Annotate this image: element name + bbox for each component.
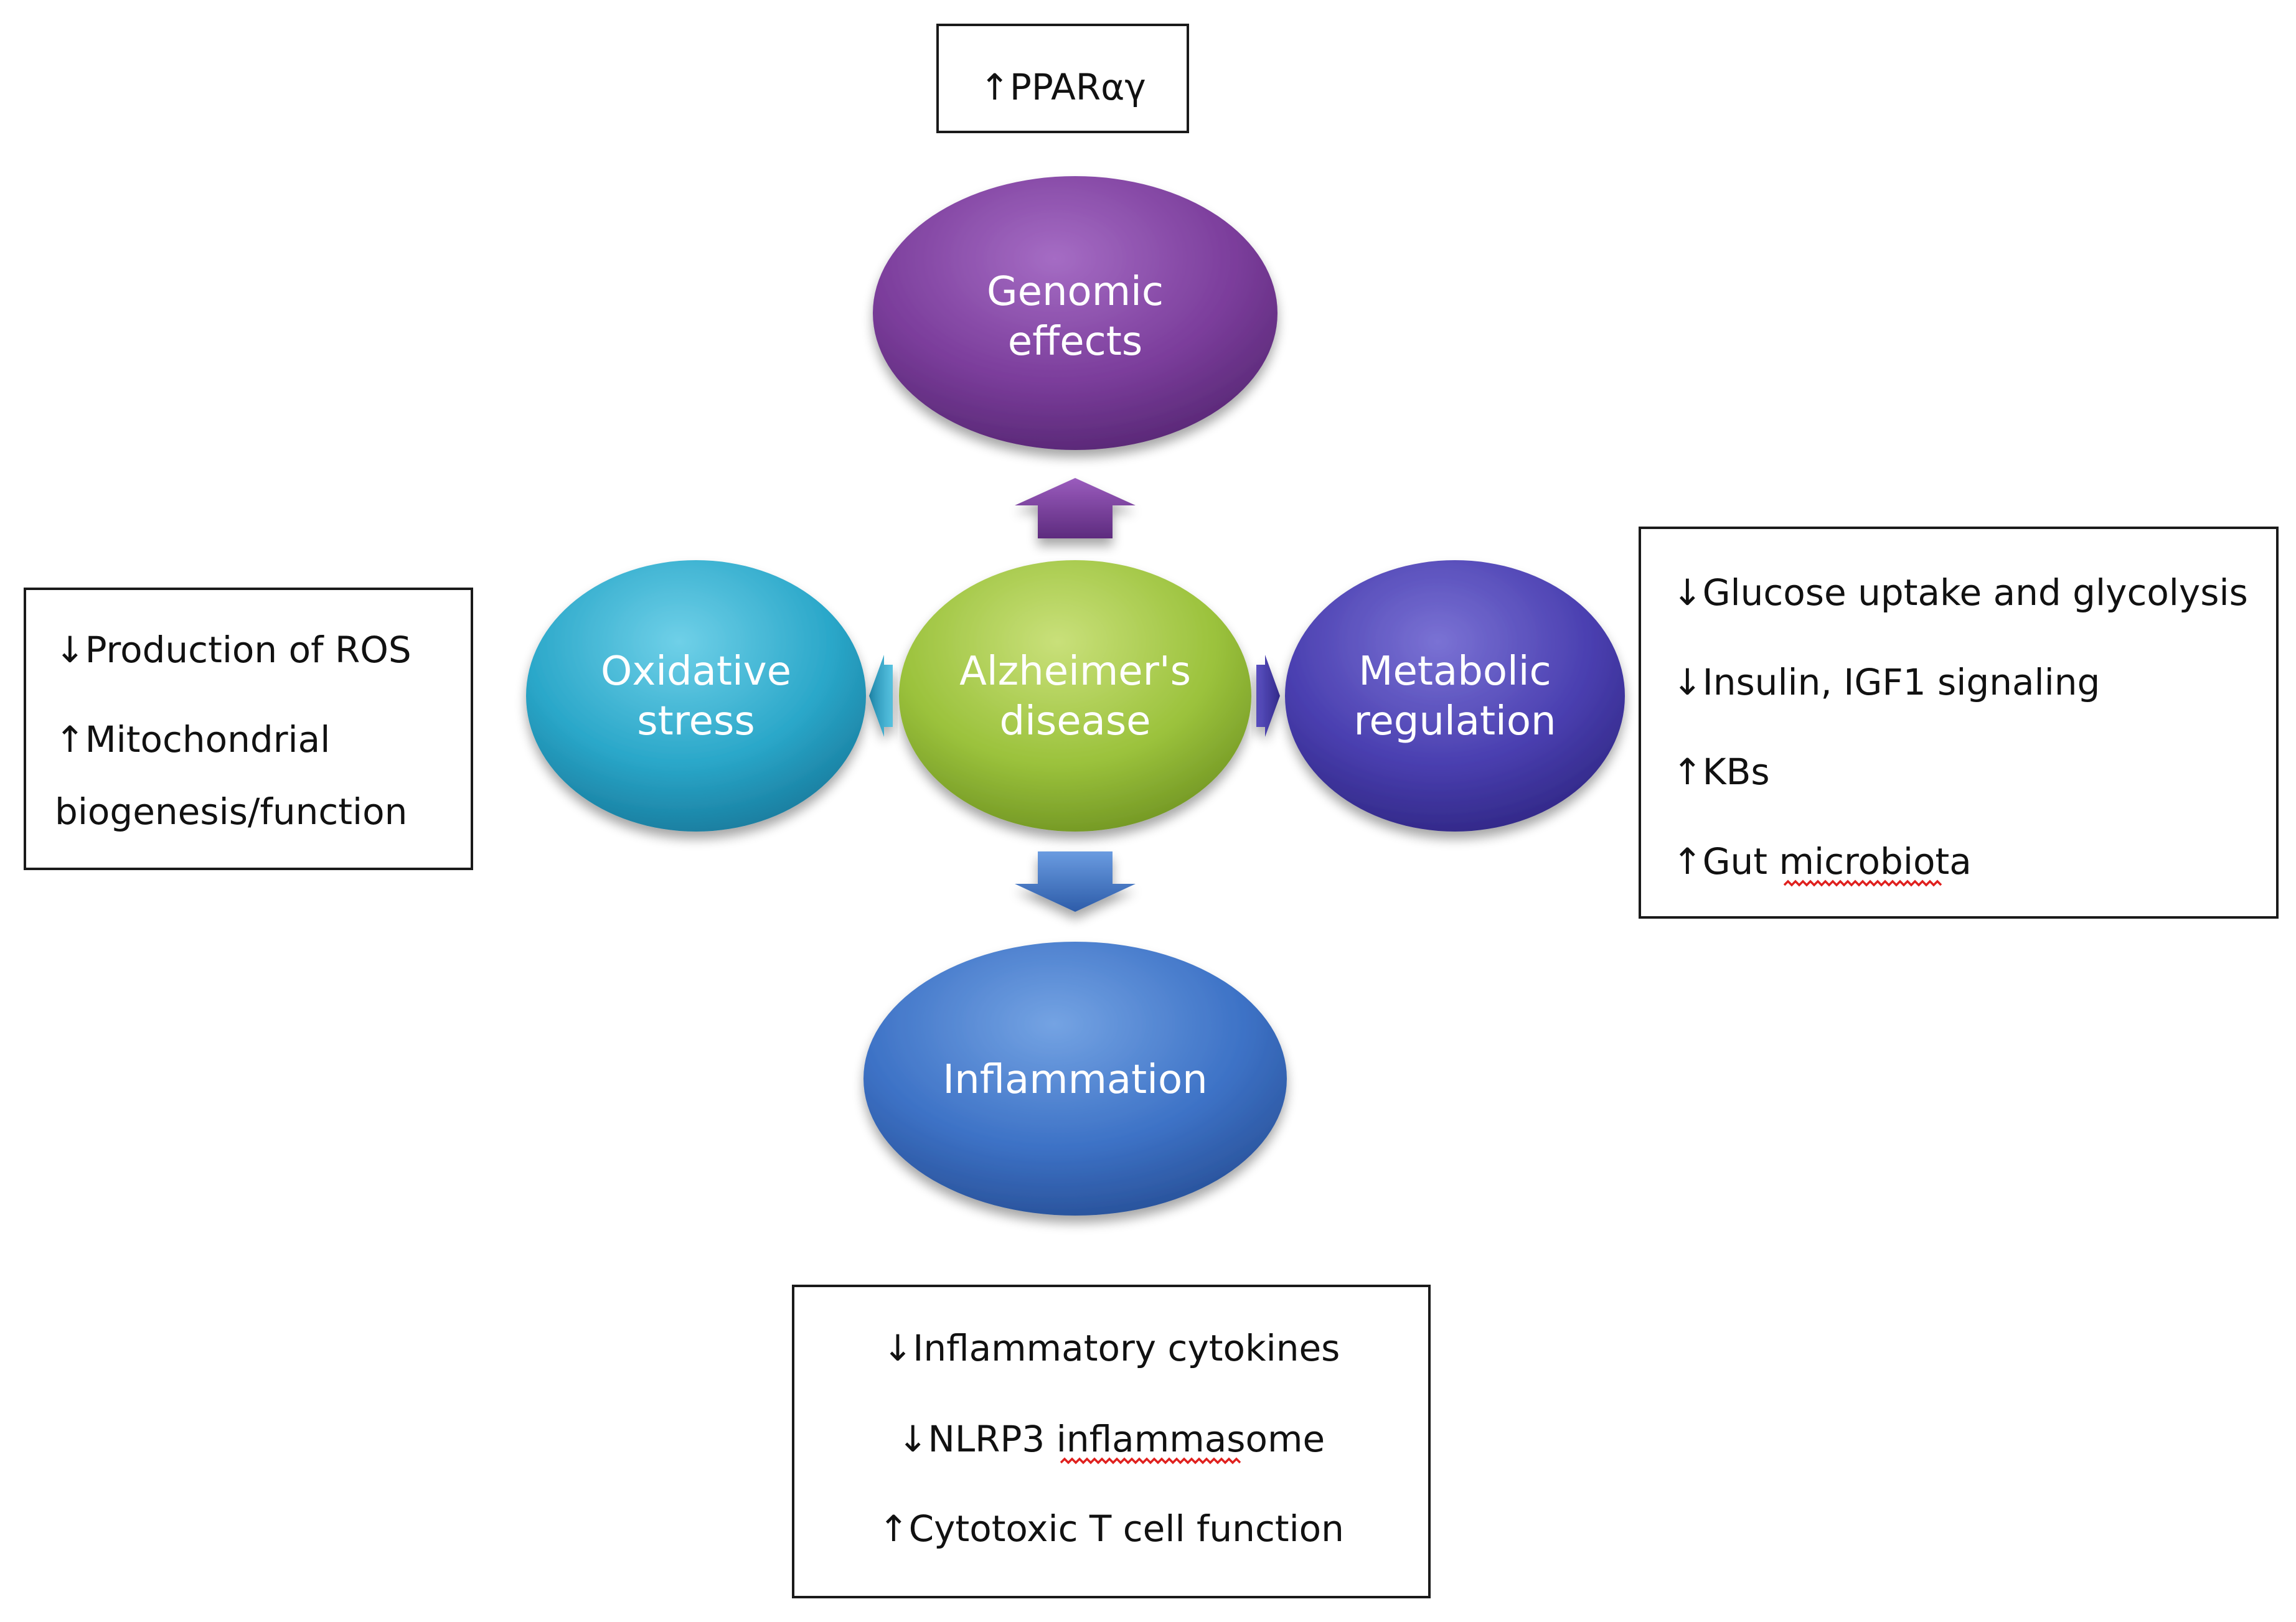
inflammation-node: Inflammation bbox=[863, 942, 1287, 1216]
oxidative-box-line-2: ↑Mitochondrial bbox=[55, 718, 330, 761]
genomic-node-label-line-1: Genomic bbox=[987, 269, 1164, 315]
metabolic-box-line-2: ↓Insulin, IGF1 signaling bbox=[1672, 661, 2100, 703]
arrow-down-icon bbox=[1015, 851, 1136, 912]
metabolic-box-line-4: ↑Gut microbiota bbox=[1672, 840, 1972, 883]
arrow-right-icon bbox=[1256, 655, 1280, 737]
oxidative-box-line-1: ↓Production of ROS bbox=[55, 629, 412, 671]
inflammation-box-line-1: ↓Inflammatory cytokines bbox=[883, 1327, 1340, 1369]
spellcheck-underline-inflammasome bbox=[1060, 1457, 1241, 1465]
inflammation-node-label: Inflammation bbox=[943, 1057, 1207, 1103]
genomic-box-line: ↑PPARαγ bbox=[979, 66, 1146, 108]
inflammation-box: ↓Inflammatory cytokines ↓NLRP3 inflammas… bbox=[792, 1285, 1431, 1598]
metabolic-regulation-box: ↓Glucose uptake and glycolysis ↓Insulin,… bbox=[1639, 527, 2279, 919]
oxidative-box-line-3: biogenesis/function bbox=[55, 790, 407, 833]
genomic-effects-box: ↑PPARαγ bbox=[936, 24, 1189, 133]
arrow-left-icon bbox=[869, 655, 893, 737]
metabolic-node-label-line-1: Metabolic bbox=[1358, 649, 1551, 695]
alzheimers-disease-node: Alzheimer's disease bbox=[899, 560, 1251, 832]
center-node-label-line-2: disease bbox=[999, 698, 1150, 744]
metabolic-box-line-3: ↑KBs bbox=[1672, 751, 1770, 793]
metabolic-box-line-1: ↓Glucose uptake and glycolysis bbox=[1672, 571, 2248, 614]
oxidative-stress-node: Oxidative stress bbox=[526, 560, 866, 832]
arrow-up-icon bbox=[1015, 478, 1136, 538]
metabolic-node-label-line-2: regulation bbox=[1353, 698, 1556, 744]
inflammation-box-line-3: ↑Cytotoxic T cell function bbox=[878, 1507, 1344, 1550]
genomic-effects-node: Genomic effects bbox=[873, 176, 1277, 450]
oxidative-node-label-line-1: Oxidative bbox=[601, 649, 791, 695]
spellcheck-underline-microbiota bbox=[1783, 879, 1942, 887]
center-node-label-line-1: Alzheimer's bbox=[959, 649, 1191, 695]
inflammation-box-line-2: ↓NLRP3 inflammasome bbox=[898, 1418, 1325, 1460]
metabolic-regulation-node: Metabolic regulation bbox=[1285, 560, 1625, 832]
oxidative-stress-box: ↓Production of ROS ↑Mitochondrial biogen… bbox=[24, 588, 473, 870]
oxidative-node-label-line-2: stress bbox=[637, 698, 755, 744]
genomic-node-label-line-2: effects bbox=[1008, 319, 1142, 365]
